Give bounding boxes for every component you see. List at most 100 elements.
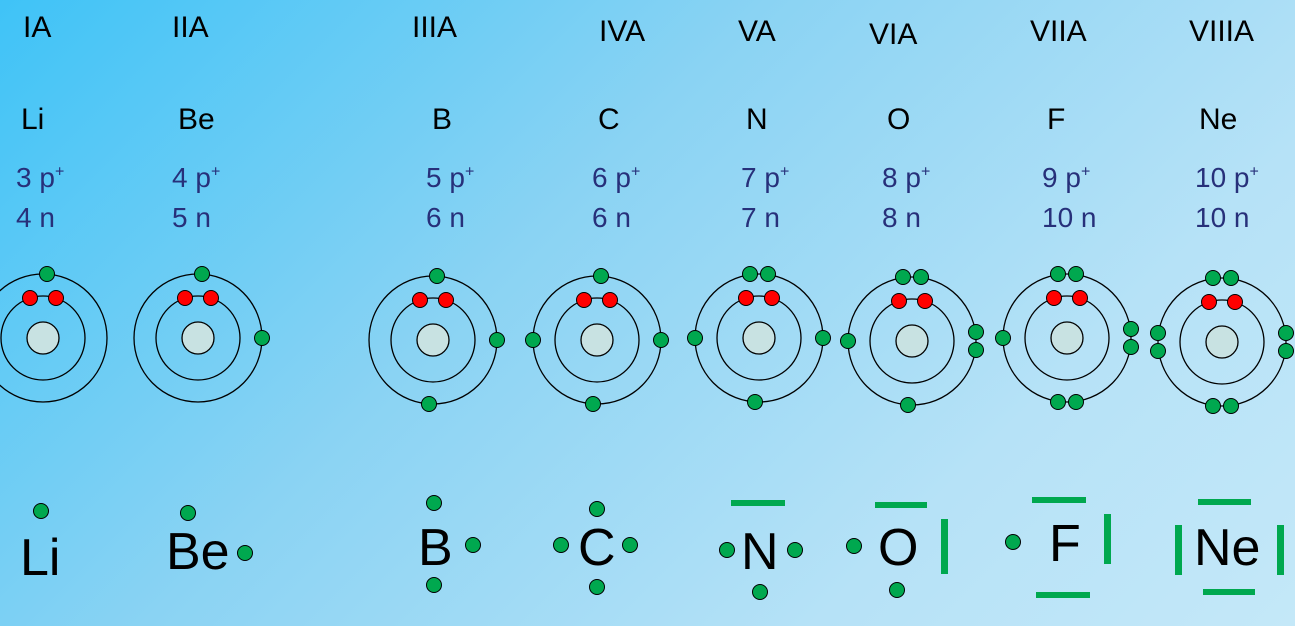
lewis-electron-n: [787, 542, 803, 558]
inner-electron-n: [738, 290, 754, 306]
lewis-electron-o: [889, 582, 905, 598]
inner-electron-o: [917, 293, 933, 309]
neutron-count-b: 6 n: [426, 202, 465, 233]
lewis-symbol-o: O: [878, 519, 919, 577]
inner-electron-c: [602, 292, 618, 308]
element-symbol-c: C: [598, 103, 620, 136]
lewis-electron-o: [846, 538, 862, 554]
nucleus-li: [26, 321, 60, 355]
outer-electron-f: [1050, 266, 1066, 282]
lewis-electron-be: [237, 545, 253, 561]
lewis-electron-n: [752, 584, 768, 600]
outer-electron-f: [1068, 266, 1084, 282]
inner-shell-b: [390, 297, 476, 383]
lewis-pair-bar-ne: [1198, 499, 1251, 505]
element-symbol-li: Li: [21, 103, 45, 136]
inner-electron-o: [891, 293, 907, 309]
nucleus-f: [1050, 321, 1084, 355]
lewis-pair-bar-ne: [1175, 525, 1182, 575]
proton-count-c: 6 p+: [592, 162, 641, 193]
group-label-va: VA: [738, 15, 776, 48]
outer-electron-ne: [1278, 325, 1294, 341]
lewis-electron-n: [719, 542, 735, 558]
lewis-symbol-n: N: [741, 523, 779, 581]
inner-electron-be: [177, 290, 193, 306]
lewis-electron-c: [553, 537, 569, 553]
outer-electron-be: [194, 266, 210, 282]
inner-shell-o: [869, 298, 955, 384]
outer-electron-b: [421, 396, 437, 412]
proton-count-o: 8 p+: [882, 162, 931, 193]
outer-electron-ne: [1150, 325, 1166, 341]
outer-electron-o: [913, 269, 929, 285]
outer-electron-f: [1123, 321, 1139, 337]
outer-electron-c: [653, 332, 669, 348]
inner-shell-li: [0, 295, 86, 381]
lewis-symbol-li: Li: [20, 529, 61, 587]
group-label-viia: VIIA: [1030, 15, 1087, 48]
inner-electron-li: [48, 290, 64, 306]
lewis-symbol-b: B: [418, 519, 453, 577]
outer-electron-ne: [1205, 270, 1221, 286]
outer-electron-c: [585, 396, 601, 412]
lewis-electron-b: [426, 577, 442, 593]
lewis-pair-bar-n: [731, 500, 785, 506]
outer-electron-b: [489, 332, 505, 348]
neutron-count-o: 8 n: [882, 202, 921, 233]
group-label-via: VIA: [869, 18, 918, 51]
outer-electron-o: [900, 397, 916, 413]
outer-electron-ne: [1205, 398, 1221, 414]
element-symbol-ne: Ne: [1199, 103, 1238, 136]
proton-count-f: 9 p+: [1042, 162, 1091, 193]
inner-electron-n: [764, 290, 780, 306]
lewis-symbol-ne: Ne: [1194, 519, 1261, 577]
inner-electron-b: [412, 292, 428, 308]
outer-electron-o: [968, 342, 984, 358]
element-symbol-o: O: [887, 103, 911, 136]
outer-electron-f: [995, 330, 1011, 346]
inner-shell-c: [554, 297, 640, 383]
outer-electron-n: [687, 330, 703, 346]
proton-count-ne: 10 p+: [1195, 162, 1259, 193]
lewis-pair-bar-o: [941, 519, 948, 574]
group-label-ia: IA: [23, 11, 52, 44]
element-symbol-n: N: [746, 103, 768, 136]
outer-electron-c: [593, 268, 609, 284]
proton-count-n: 7 p+: [741, 162, 790, 193]
neutron-count-f: 10 n: [1042, 202, 1097, 233]
lewis-electron-be: [180, 505, 196, 521]
outer-electron-f: [1068, 394, 1084, 410]
outer-electron-ne: [1223, 270, 1239, 286]
outer-electron-o: [968, 324, 984, 340]
outer-electron-o: [895, 269, 911, 285]
neutron-count-ne: 10 n: [1195, 202, 1250, 233]
inner-shell-n: [716, 295, 802, 381]
lewis-electron-b: [465, 537, 481, 553]
neutron-count-c: 6 n: [592, 202, 631, 233]
inner-electron-f: [1072, 290, 1088, 306]
inner-shell-be: [155, 295, 241, 381]
group-label-iva: IVA: [599, 15, 646, 48]
element-symbol-b: B: [432, 103, 453, 136]
lewis-pair-bar-f: [1036, 592, 1090, 598]
nucleus-o: [895, 324, 929, 358]
inner-electron-b: [438, 292, 454, 308]
lewis-symbol-f: F: [1049, 515, 1081, 573]
outer-electron-ne: [1223, 398, 1239, 414]
proton-count-b: 5 p+: [426, 162, 475, 193]
outer-electron-f: [1050, 394, 1066, 410]
inner-electron-ne: [1227, 294, 1243, 310]
lewis-symbol-c: C: [578, 519, 616, 577]
inner-electron-li: [22, 290, 38, 306]
neutron-count-n: 7 n: [741, 202, 780, 233]
lewis-electron-c: [622, 537, 638, 553]
nucleus-c: [580, 323, 614, 357]
outer-electron-n: [760, 266, 776, 282]
group-label-iia: IIA: [172, 11, 209, 44]
neutron-count-li: 4 n: [16, 202, 55, 233]
lewis-pair-bar-ne: [1203, 589, 1255, 595]
outer-electron-n: [815, 330, 831, 346]
proton-count-be: 4 p+: [172, 162, 221, 193]
outer-electron-ne: [1278, 343, 1294, 359]
outer-electron-n: [747, 394, 763, 410]
